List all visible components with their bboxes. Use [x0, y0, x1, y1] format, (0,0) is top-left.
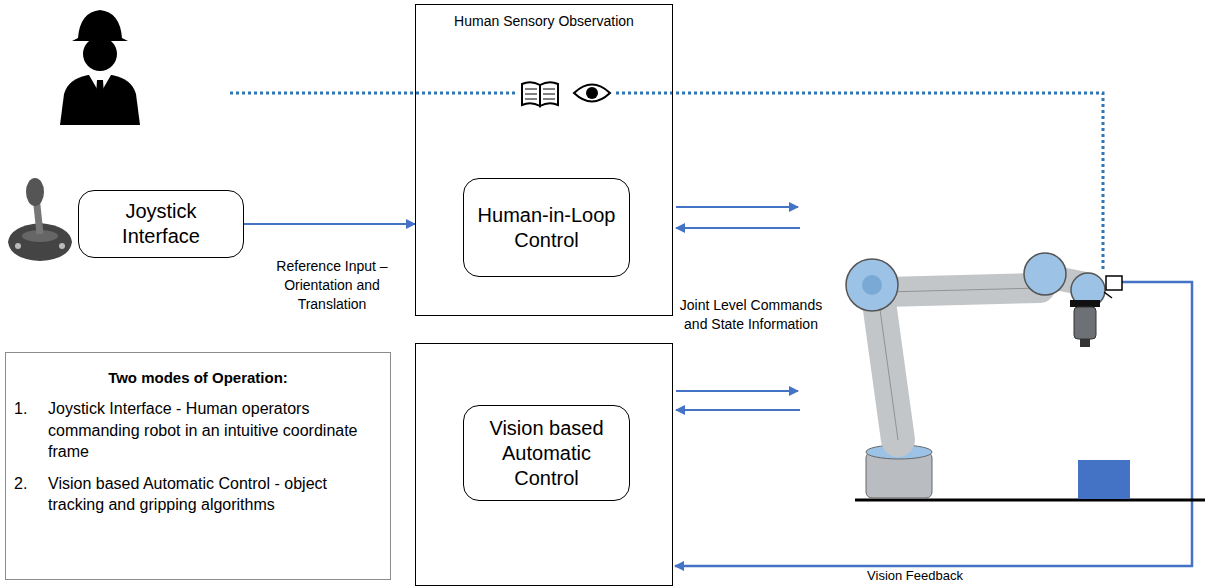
eye-pupil — [586, 87, 598, 99]
box-label: Vision based Automatic Control — [474, 416, 619, 491]
object-cube — [1078, 460, 1130, 499]
heading-row: Two modes of Operation: — [14, 369, 382, 386]
tie — [95, 80, 105, 116]
lower-link — [878, 295, 898, 440]
book-lines — [525, 89, 555, 99]
wrist-joint — [1071, 273, 1105, 307]
node-content: Human-in-Loop Control — [474, 203, 619, 253]
annotation-label: Vision Feedback — [855, 568, 975, 583]
upper-link — [885, 288, 1040, 292]
state-arrow — [676, 227, 800, 229]
camera — [1104, 276, 1122, 298]
joystick-button — [15, 243, 21, 249]
hard-hat — [72, 10, 128, 41]
node-content: Vision based Automatic Control — [474, 416, 619, 491]
command-arrow — [676, 206, 798, 208]
note-heading: Two modes of Operation: — [14, 369, 382, 386]
connector-layer — [244, 224, 415, 225]
operator-icon — [60, 10, 140, 125]
node-content: Human Sensory Observation — [416, 13, 672, 29]
shoulder-joint — [846, 259, 898, 311]
table-surface — [855, 499, 1205, 502]
edge-label: Reference Input – Orientation and Transl… — [276, 258, 387, 312]
gripper — [1074, 307, 1096, 339]
book-icon — [522, 82, 558, 106]
state-arrow — [676, 409, 800, 411]
process-box: Vision based Automatic Control — [463, 405, 630, 501]
process-box: Joystick Interface — [78, 190, 244, 258]
robot-arm — [846, 253, 1205, 500]
joystick-button — [59, 243, 65, 249]
gripper-tip — [1080, 339, 1090, 347]
edge-label-box: Reference Input – Orientation and Transl… — [262, 257, 402, 314]
elbow-joint — [1024, 253, 1066, 295]
command-arrow — [676, 390, 798, 392]
joystick-icon — [8, 178, 72, 261]
annotation-label: Joint Level Commands and State Informati… — [676, 296, 826, 334]
node-content: Two modes of Operation: 1.Joystick Interf… — [14, 369, 382, 516]
list-item: 2.Vision based Automatic Control - objec… — [14, 473, 382, 516]
head — [83, 37, 117, 71]
control-frame: Human Sensory ObservationHuman-in-Loop C… — [415, 4, 673, 316]
list-item: 1.Joystick Interface - Human operators c… — [14, 398, 382, 463]
annotation-text: Vision Feedback — [867, 568, 963, 583]
shoulder-cap — [862, 275, 882, 295]
tool-flange — [1070, 300, 1100, 307]
box-label: Joystick Interface — [89, 199, 233, 249]
process-box: Human-in-Loop Control — [463, 178, 630, 277]
box-label: Human-in-Loop Control — [474, 203, 619, 253]
body — [60, 75, 140, 125]
eye-outline — [574, 85, 610, 102]
lower-link-edge — [878, 295, 898, 440]
vision-feedback-line — [675, 282, 1192, 566]
note-box: Two modes of Operation: 1.Joystick Interf… — [5, 352, 391, 580]
list-number: 2. — [14, 473, 48, 516]
frame-title: Human Sensory Observation — [416, 13, 672, 29]
list-number: 1. — [14, 398, 48, 463]
list-text: Joystick Interface - Human operators com… — [48, 398, 373, 463]
upper-link-edge — [885, 288, 1040, 292]
list-text: Vision based Automatic Control - object … — [48, 473, 373, 516]
flow-arrow — [244, 223, 415, 225]
eye-icon — [574, 85, 610, 102]
joystick-knob — [26, 178, 44, 206]
control-frame: Vision based Automatic Control — [415, 343, 673, 586]
observation-line — [230, 93, 1103, 272]
annotation-text: Joint Level Commands and State Informati… — [680, 297, 822, 332]
node-content: Joystick Interface — [89, 199, 233, 249]
